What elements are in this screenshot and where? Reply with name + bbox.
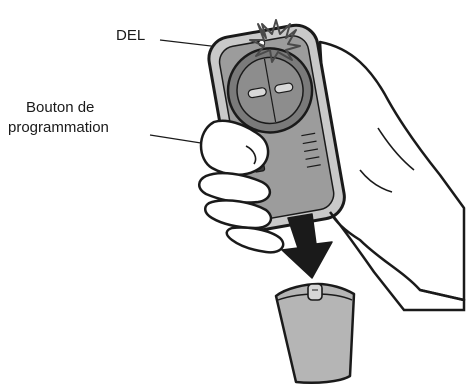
remote-right-button [274,82,294,94]
hand-crease-2 [359,169,393,193]
hand-crease-1 [377,127,415,171]
battery-cover-latch [307,283,323,301]
remote-left-button [247,87,267,99]
program-button-callout-label-line2: programmation [8,119,109,136]
hand-back [318,40,466,302]
finger-1 [198,171,271,204]
remote-grip-ribs [301,132,321,168]
finger-3 [225,226,285,254]
led-flash-icon [249,19,301,63]
wrist [329,211,466,312]
thumb [199,119,270,176]
thumbnail [245,145,257,165]
battery-cover [274,282,356,384]
remote-button-divider [263,58,277,123]
led-callout-label: DEL [116,27,145,44]
removal-arrow-icon [281,213,333,279]
program-button-callout-label-line1: Bouton de [26,99,94,116]
